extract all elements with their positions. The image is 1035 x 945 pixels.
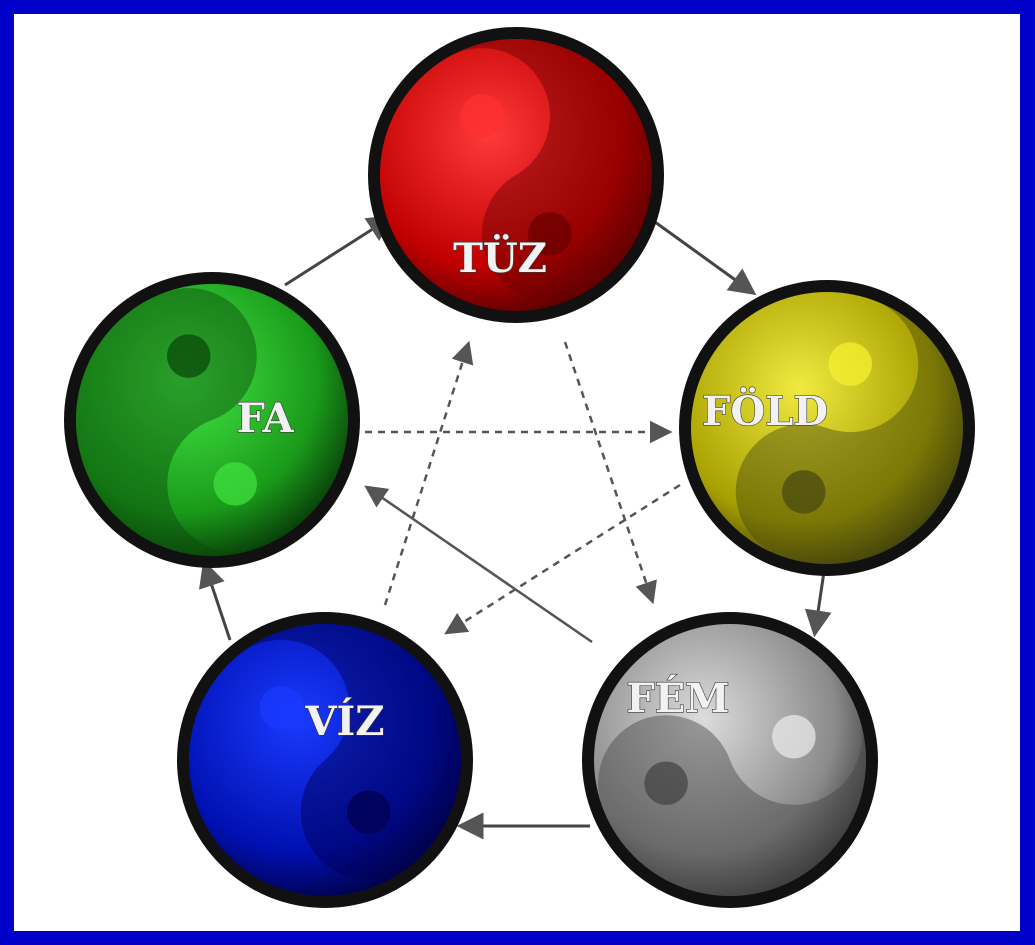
arrow-tuz-to-fold — [654, 220, 757, 296]
tuz-body — [380, 39, 652, 311]
viz-body — [189, 624, 461, 896]
fa-dot-light — [213, 462, 258, 506]
fold-label: FÖLD — [702, 388, 828, 435]
fem-dot-dark — [644, 761, 688, 806]
fem-ball: FÉM — [582, 612, 878, 908]
fold-body — [691, 292, 963, 564]
viz-label: VÍZ — [305, 698, 385, 745]
fem-yinyang-shade — [598, 713, 866, 896]
viz-yinyang-shade — [237, 624, 461, 881]
fa-yinyang-shade — [76, 288, 259, 556]
arrow-tuz-to-fem — [563, 341, 657, 605]
arrow-viz-to-fa — [199, 559, 232, 641]
arrow-fem-to-fa — [364, 485, 593, 644]
fem-body — [594, 624, 866, 896]
viz-dot-dark — [346, 790, 391, 834]
fem-label: FÉM — [626, 675, 729, 722]
fa-ball: FA — [64, 272, 360, 568]
fa-body — [76, 284, 348, 556]
tuz-dot-light — [460, 94, 504, 138]
arrow-fold-to-fem — [804, 564, 832, 638]
fold-ball: FÖLD — [679, 280, 975, 576]
arrow-fa-to-tuz — [284, 215, 395, 287]
fa-dot-dark — [166, 334, 211, 378]
controlling-cycle-arrows — [364, 340, 681, 644]
element-balls: TÜZ FÖLD FÉM VÍZ FA — [64, 27, 975, 908]
tuz-dot-dark — [528, 212, 572, 256]
arrow-fold-to-viz — [444, 483, 681, 635]
fa-label: FA — [236, 395, 294, 442]
viz-dot-light — [259, 686, 304, 730]
fold-dot-light — [828, 342, 873, 386]
tuz-yinyang-shade — [448, 39, 652, 302]
fem-dot-light — [772, 714, 816, 759]
generating-cycle-arrows — [199, 215, 832, 840]
fold-dot-dark — [781, 470, 826, 514]
tuz-ball: TÜZ — [368, 27, 664, 323]
viz-ball: VÍZ — [177, 612, 473, 908]
tuz-label: TÜZ — [453, 235, 547, 282]
arrow-viz-to-tuz — [383, 340, 474, 606]
